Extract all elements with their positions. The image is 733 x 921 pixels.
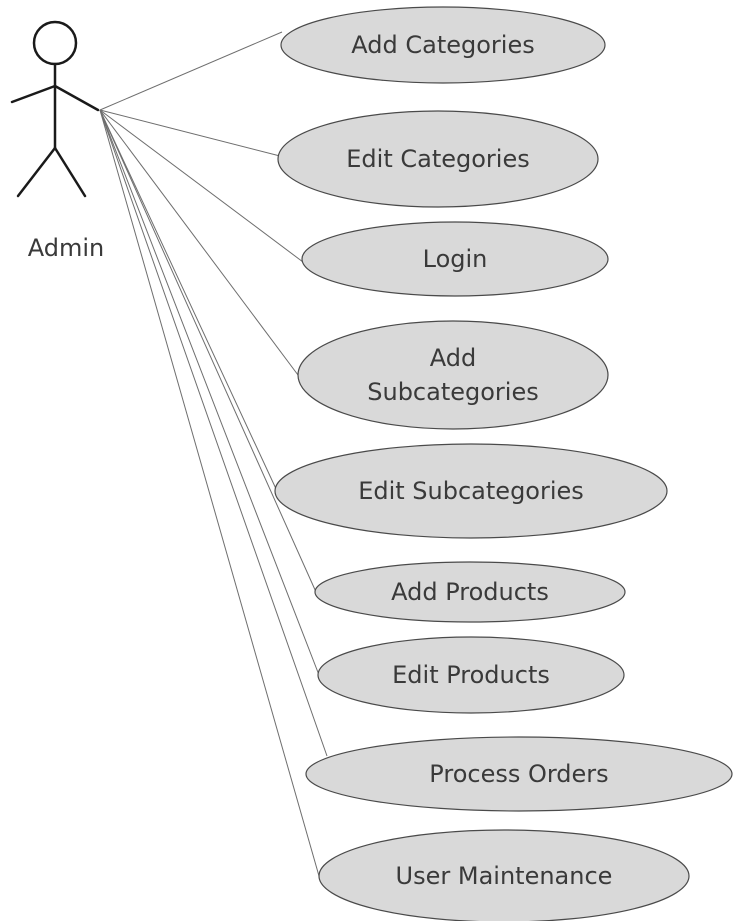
- association-line-add-categories: [99, 31, 283, 111]
- actor-left-leg: [16, 146, 57, 198]
- use-case-ellipse: [314, 561, 626, 623]
- association-line-add-subcategories: [99, 109, 299, 376]
- use-case-process-orders[interactable]: Process Orders: [305, 736, 733, 812]
- actor-admin[interactable]: Admin: [10, 20, 105, 262]
- actor-label: Admin: [28, 234, 105, 262]
- use-case-label: Subcategories: [367, 378, 538, 406]
- use-case-label: User Maintenance: [396, 862, 613, 890]
- use-case-label: Process Orders: [429, 760, 608, 788]
- use-case-user-maintenance[interactable]: User Maintenance: [318, 829, 690, 921]
- use-case-edit-categories[interactable]: Edit Categories: [277, 110, 599, 208]
- association-line-edit-products: [99, 109, 320, 676]
- association-line-process-orders: [99, 109, 328, 757]
- use-case-ellipse: [280, 6, 606, 84]
- use-case-edit-products[interactable]: Edit Products: [317, 636, 625, 714]
- use-case-label: Add: [430, 344, 476, 372]
- use-case-label: Edit Products: [392, 661, 550, 689]
- association-lines: [99, 31, 328, 877]
- use-case-ellipse: [297, 320, 609, 430]
- association-line-user-maintenance: [99, 109, 320, 877]
- use-case-add-products[interactable]: Add Products: [314, 561, 626, 623]
- actor-right-leg: [53, 146, 87, 198]
- actor-right-arm: [53, 84, 100, 112]
- use-case-ellipse: [318, 829, 690, 921]
- association-line-edit-subcategories: [99, 109, 278, 492]
- actor-head: [32, 20, 78, 66]
- use-case-label: Login: [423, 245, 488, 273]
- use-case-label: Add Products: [391, 578, 549, 606]
- association-line-login: [99, 109, 304, 263]
- actor-left-arm: [10, 84, 57, 104]
- use-case-label: Add Categories: [351, 31, 534, 59]
- use-case-login[interactable]: Login: [301, 221, 609, 297]
- association-line-add-products: [99, 109, 317, 593]
- use-case-edit-subcategories[interactable]: Edit Subcategories: [274, 443, 668, 539]
- use-case-label: Edit Subcategories: [358, 477, 584, 505]
- use-case-add-categories[interactable]: Add Categories: [280, 6, 606, 84]
- association-line-edit-categories: [99, 109, 281, 157]
- use-case-label: Edit Categories: [346, 145, 529, 173]
- use-case-ellipse: [301, 221, 609, 297]
- use-case-ellipse: [277, 110, 599, 208]
- use-case-ellipse: [317, 636, 625, 714]
- use-case-ellipse: [305, 736, 733, 812]
- use-case-ellipse: [274, 443, 668, 539]
